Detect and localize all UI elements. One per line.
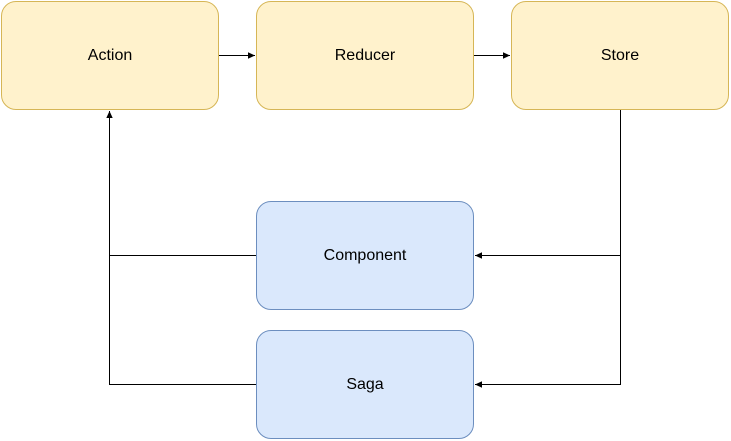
component-node-label: Component <box>323 246 407 264</box>
saga-node-label: Saga <box>346 375 384 393</box>
edge-component-to-action <box>106 111 256 256</box>
store-node-label: Store <box>600 46 640 64</box>
saga-node[interactable]: Saga <box>256 330 474 439</box>
reducer-node-label: Reducer <box>334 46 396 64</box>
store-node[interactable]: Store <box>511 1 729 110</box>
reducer-node[interactable]: Reducer <box>256 1 474 110</box>
edge-store-to-component <box>475 110 621 259</box>
edge-saga-to-action <box>109 255 256 385</box>
action-node-label: Action <box>87 46 133 64</box>
component-node[interactable]: Component <box>256 201 474 310</box>
action-node[interactable]: Action <box>1 1 219 110</box>
edge-store-to-saga <box>475 255 621 388</box>
